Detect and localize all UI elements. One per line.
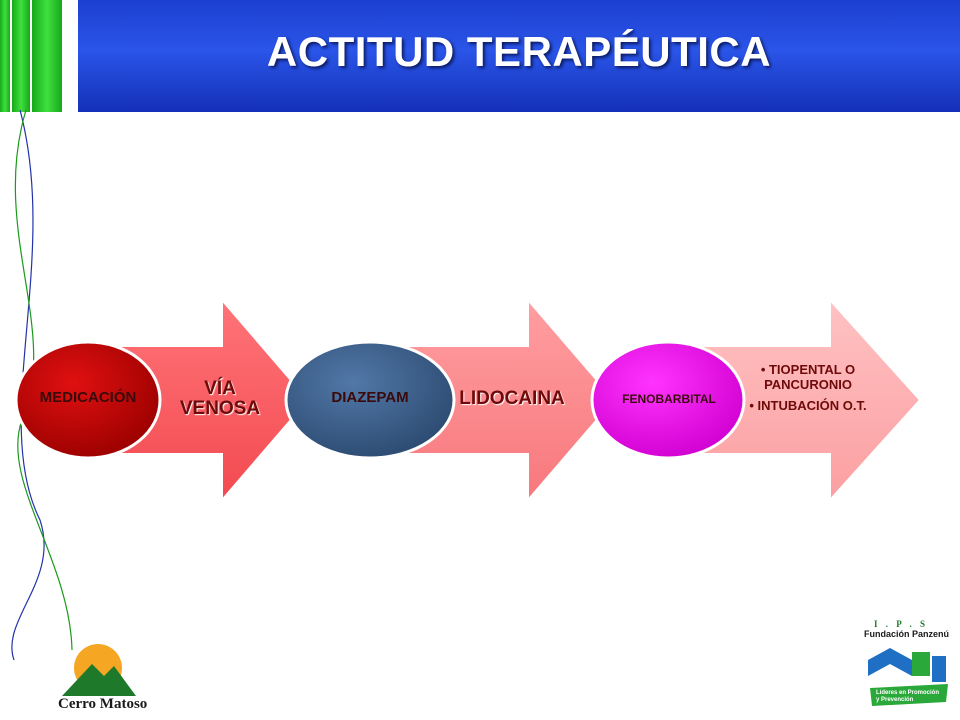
title-banner: [78, 0, 960, 112]
oval-label-fenobarbital: FENOBARBITAL: [622, 392, 716, 406]
cerro-matoso-logo: [62, 644, 136, 696]
arrow-label-venosa: VENOSA: [179, 398, 261, 419]
oval-label-diazepam: DIAZEPAM: [331, 389, 409, 406]
panzenu-ribbon: [870, 684, 948, 706]
fundacion-panzenu-logo: [866, 640, 950, 706]
mountain-icon: [62, 664, 136, 696]
cerro-matoso-text: Cerro Matoso: [58, 696, 148, 712]
panzenu-name-text: Fundación Panzenú: [864, 629, 950, 639]
oval-label-medicacion: MEDICACIÓN: [39, 389, 137, 406]
bullet-item-intubacion: • INTUBACIÓN O.T.: [749, 398, 867, 413]
green-accent-bar-3: [32, 0, 62, 112]
green-accent-bar-1: [0, 0, 10, 112]
oval-stage-3: [590, 340, 746, 460]
arrow-stage-3: [699, 297, 922, 503]
bullet-list-stage-3: • TIOPENTAL O PANCURONIO • INTUBACIÓN O.…: [738, 362, 878, 419]
arrow-label-lidocaina: LIDOCAINA: [459, 388, 565, 409]
decorative-curve-blue: [11, 109, 45, 661]
panzenu-ribbon-text: Líderes en Promoción y Prevención: [876, 690, 940, 703]
slide-title: ACTITUD TERAPÉUTICA: [266, 28, 772, 75]
arrow-stage-2: [395, 297, 616, 503]
green-accent-bar-2: [12, 0, 30, 112]
oval-stage-2: [284, 340, 456, 460]
bullet-item-tiopental: • TIOPENTAL O PANCURONIO: [760, 362, 856, 392]
oval-stage-1: [14, 340, 162, 460]
arrow-label-via-venosa: VÍA VENOSA: [160, 379, 280, 419]
panzenu-ips-text: I . P . S: [874, 619, 929, 629]
panzenu-emblem-icon: [868, 648, 912, 676]
arrow-label-via: VÍA: [204, 378, 236, 399]
